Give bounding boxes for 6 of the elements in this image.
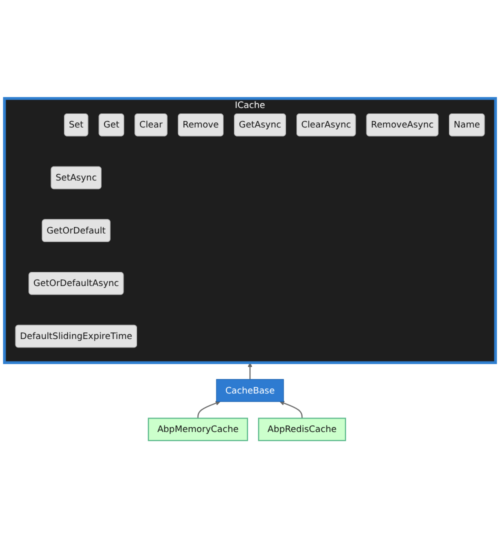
node-box: CacheBase xyxy=(216,379,284,402)
arrow xyxy=(197,400,220,418)
arrow xyxy=(248,362,252,380)
node-box: AbpRedisCache xyxy=(258,418,346,442)
node-box: AbpMemoryCache xyxy=(148,418,248,442)
arrow xyxy=(280,400,303,418)
